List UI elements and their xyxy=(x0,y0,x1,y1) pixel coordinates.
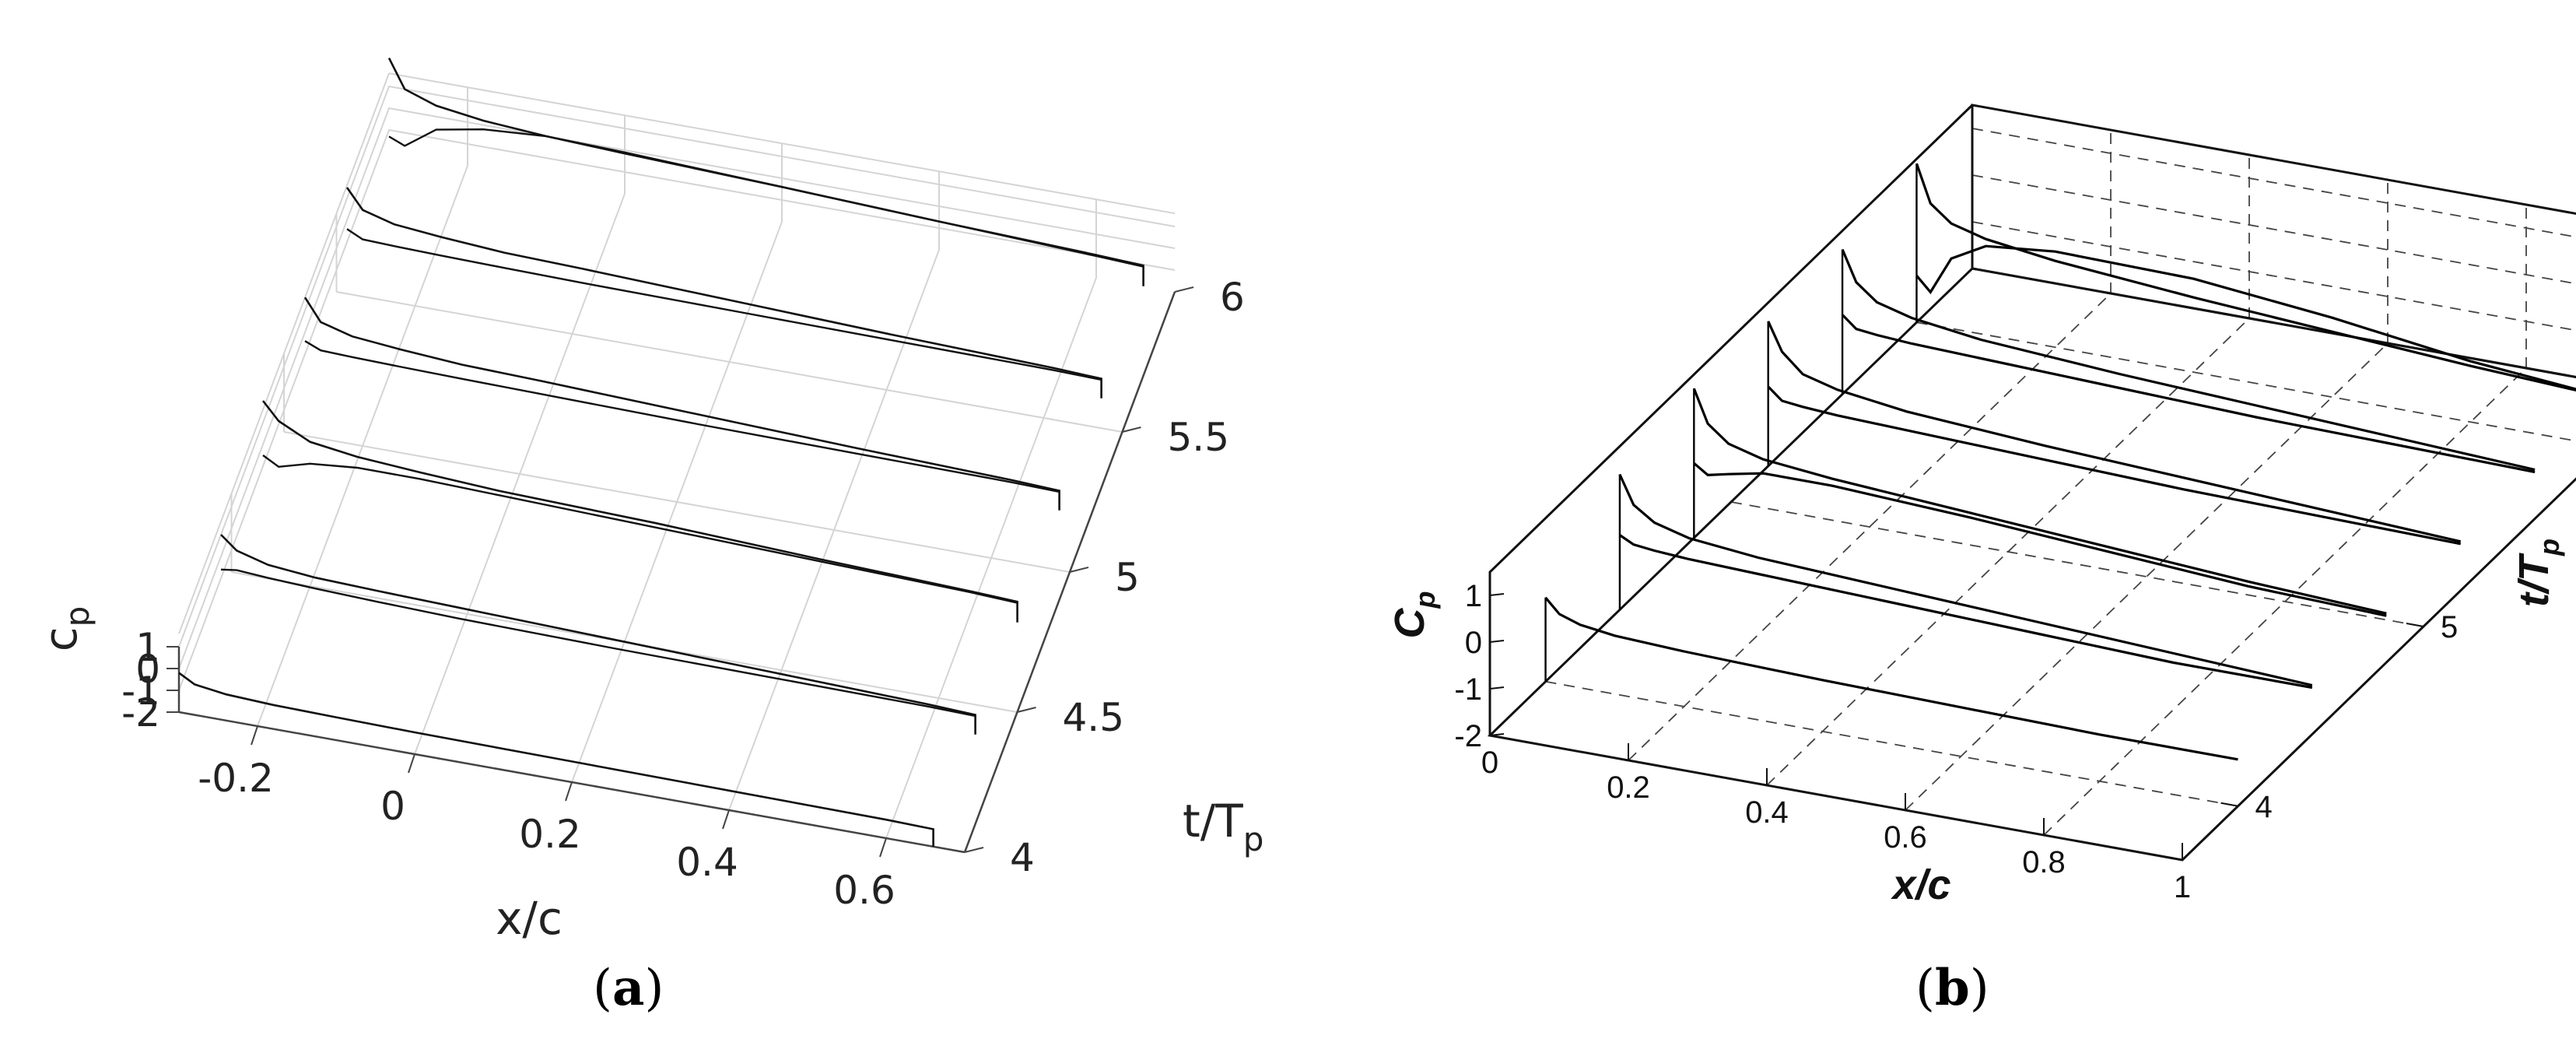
series-a-2-upper xyxy=(261,400,1018,623)
series-b-4-lower xyxy=(1841,314,2536,474)
series-b-2-lower xyxy=(1693,462,2387,617)
z-tick-label-1: 0 xyxy=(1465,626,1482,660)
x-tick-label-1: 0 xyxy=(380,784,405,829)
z-tick-mark-1 xyxy=(1489,640,1505,643)
t-tick-label-0: 4 xyxy=(2255,790,2273,824)
x-tick-label-5: 1 xyxy=(2174,870,2191,904)
series-a-3-upper xyxy=(303,297,1060,511)
series-b-2-upper xyxy=(1692,388,2387,615)
series-b-3-lower xyxy=(1767,385,2462,546)
series-b-1-upper xyxy=(1618,473,2313,687)
t-tick-label-1: 4.5 xyxy=(1063,695,1125,740)
grid-floor-t-1 xyxy=(1730,501,2424,627)
x-tick-mark-2 xyxy=(565,781,573,802)
t-tick-mark-0 xyxy=(964,847,984,853)
t-tick-mark-1 xyxy=(1017,707,1036,713)
box-back xyxy=(1971,104,2576,379)
series-a-5-upper xyxy=(387,58,1144,286)
t-tick-mark-3 xyxy=(1122,426,1141,433)
grid-wall-z-1 xyxy=(178,107,1176,669)
grid-back-top xyxy=(388,72,1176,215)
z-tick-mark-0 xyxy=(1489,593,1505,596)
series-a-4-lower xyxy=(346,228,1102,381)
grid-back-z-2 xyxy=(1971,128,2576,238)
x-tick-mark-1 xyxy=(408,753,415,774)
chart-b-zlabel: Cp xyxy=(1386,591,1441,639)
grid-floor-t-2 xyxy=(1916,321,2576,442)
chart-b-grid xyxy=(1545,128,2576,836)
x-tick-label-2: 0.4 xyxy=(1745,795,1789,830)
x-tick-label-4: 0.8 xyxy=(2022,845,2066,879)
series-a-1-lower xyxy=(220,568,976,718)
chart-b-ylabel: t/Tp xyxy=(2511,539,2565,607)
x-tick-label-2: 0.2 xyxy=(519,812,581,857)
grid-wall-z-2 xyxy=(178,85,1176,648)
t-tick-mark-1 xyxy=(2406,623,2424,627)
series-b-5-lower xyxy=(1915,244,2576,391)
t-tick-mark-0 xyxy=(2220,802,2238,807)
x-tick-label-0: -0.2 xyxy=(198,756,274,801)
z-tick-label-2: -1 xyxy=(121,669,160,714)
chart-b-ticks: 00.20.40.60.8145610-1-2 xyxy=(1454,579,2458,904)
grid-back-z-1 xyxy=(1971,174,2576,285)
chart-a-ylabel: t/Tp xyxy=(1183,795,1263,858)
box-floor xyxy=(1487,267,2576,862)
z-tick-label-3: -2 xyxy=(121,690,160,735)
chart-a-grid xyxy=(178,72,1176,839)
x-tick-mark-0 xyxy=(251,725,258,746)
chart-b-series xyxy=(1544,163,2576,761)
series-b-4-upper xyxy=(1841,248,2536,472)
chart-a-zlabel: cp xyxy=(34,606,96,652)
chart-a-series xyxy=(178,58,1144,847)
chart-b: 00.20.40.60.8145610-1-2 x/c t/Tp Cp xyxy=(1386,104,2576,908)
series-b-5-upper xyxy=(1915,163,2576,392)
t-tick-label-3: 5.5 xyxy=(1168,415,1230,460)
z-tick-mark-2 xyxy=(1489,686,1505,690)
grid-floor-x-2 xyxy=(1905,342,2388,811)
panel-a-caption: (a) xyxy=(593,959,664,1017)
grid-side-top xyxy=(178,72,390,634)
chart-a-axes xyxy=(177,291,1176,854)
x-tick-mark-3 xyxy=(722,809,730,830)
chart-b-xlabel: x/c xyxy=(1890,862,1950,908)
series-b-3-upper xyxy=(1767,321,2462,543)
z-tick-label-1: 0 xyxy=(135,647,160,692)
series-a-0-upper xyxy=(178,672,934,847)
t-tick-mark-4 xyxy=(1174,286,1194,293)
x-tick-label-0: 0 xyxy=(1481,746,1498,780)
x-tick-mark-4 xyxy=(879,837,887,858)
x-tick-label-3: 0.4 xyxy=(676,840,738,885)
z-tick-label-0: 1 xyxy=(135,625,160,670)
chart-b-axes xyxy=(1487,104,2576,862)
panel-b-caption: (b) xyxy=(1915,959,1989,1017)
grid-floor-t-1 xyxy=(283,431,1071,573)
z-tick-label-2: -1 xyxy=(1454,672,1482,707)
series-a-1-upper xyxy=(220,534,976,735)
t-tick-label-2: 5 xyxy=(1115,555,1140,600)
t-tick-label-1: 5 xyxy=(2441,610,2458,644)
x-tick-label-4: 0.6 xyxy=(833,868,895,913)
t-tick-label-4: 6 xyxy=(1220,275,1245,320)
grid-back-z-0 xyxy=(1971,221,2576,332)
grid-floor-t-2 xyxy=(336,291,1123,433)
x-tick-label-1: 0.2 xyxy=(1607,770,1650,805)
chart-a-xlabel: x/c xyxy=(496,892,563,945)
t-tick-label-0: 4 xyxy=(1010,835,1035,880)
series-b-0-upper xyxy=(1544,596,2238,761)
box-left xyxy=(1488,104,1974,735)
z-tick-label-0: 1 xyxy=(1465,579,1482,613)
grid-wall-z-0 xyxy=(178,128,1176,691)
z-tick-mark-3 xyxy=(1489,733,1505,736)
z-tick-label-3: -2 xyxy=(1454,719,1482,753)
grid-floor-t-0 xyxy=(1545,680,2238,807)
t-tick-mark-2 xyxy=(1069,567,1089,573)
series-a-3-lower xyxy=(304,340,1060,493)
series-b-1-lower xyxy=(1618,534,2313,690)
x-tick-label-3: 0.6 xyxy=(1884,820,1927,855)
series-a-2-lower xyxy=(262,455,1018,604)
series-a-4-upper xyxy=(345,187,1102,398)
